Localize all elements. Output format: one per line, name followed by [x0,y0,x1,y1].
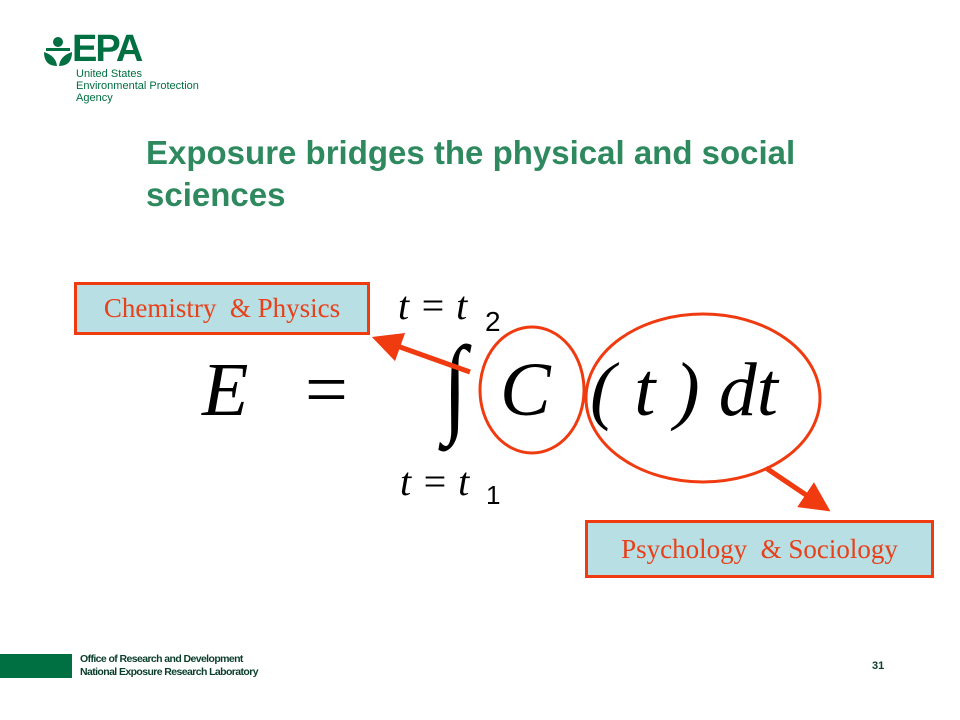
equation-equals: = [305,348,348,432]
slide-title: Exposure bridges the physical and social… [146,134,796,213]
integrand-time: ( t ) dt [590,348,778,432]
epa-logo-subtitle: United States Environmental Protection A… [76,68,199,104]
footer-bar [0,654,72,678]
lower-limit-subscript: 1 [486,480,501,510]
equation-lhs: E [202,348,249,432]
chemistry-physics-text: Chemistry & Physics [103,293,341,323]
page-number: 31 [872,660,885,672]
upper-limit-subscript: 2 [485,306,501,337]
lower-limit: t = t [400,459,470,504]
psychology-sociology-text: Psychology & Sociology [621,533,898,564]
integral-sign: ∫ [443,324,468,446]
arrow-to-psychology [764,465,831,512]
time-highlight-circle [584,312,822,484]
arrow-to-chemistry [371,332,471,375]
epa-flower-logo-icon [44,37,72,66]
epa-logo-text: EPA [72,28,143,70]
logo-line: Environmental Protection [76,80,199,92]
footer-organization: Office of Research and Development Natio… [80,653,259,679]
logo-line: United States [76,68,143,80]
upper-limit: t = t [398,283,468,328]
logo-line: Agency [76,92,113,104]
integrand-concentration: C [500,348,551,432]
chemistry-physics-label: Chemistry & Physics [74,282,370,335]
concentration-highlight-circle [478,325,586,455]
footer-line-2: National Exposure Research Laboratory [80,666,259,678]
psychology-sociology-label: Psychology & Sociology [585,520,934,578]
footer-line-1: Office of Research and Development [80,653,243,665]
